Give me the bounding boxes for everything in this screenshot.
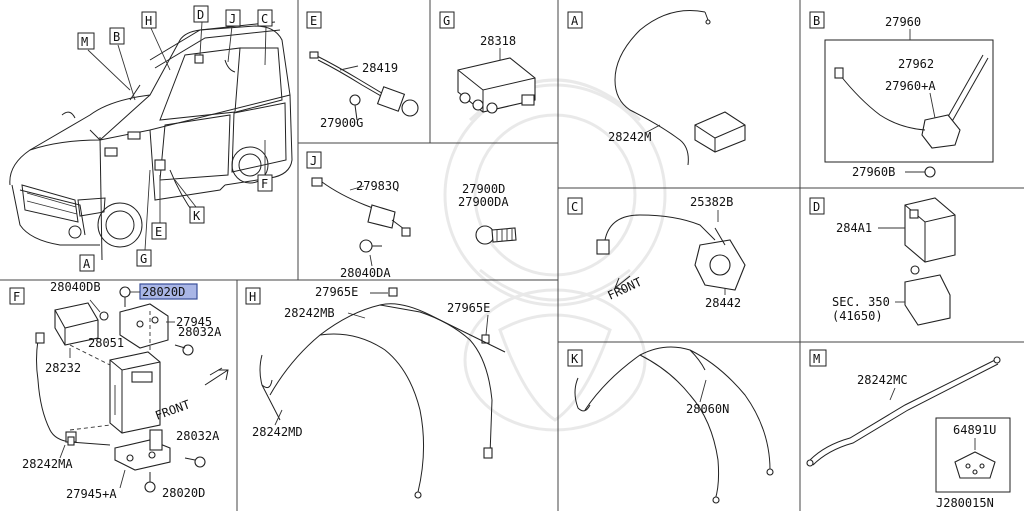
panel-b: B 27960 27962 27960+A 27960B bbox=[809, 11, 994, 179]
callout-a: A bbox=[83, 257, 91, 271]
callout-m: M bbox=[81, 35, 88, 49]
part-27945-a: 27945+A bbox=[66, 487, 117, 501]
part-28419: 28419 bbox=[362, 61, 398, 75]
panel-e: E 28419 27900G bbox=[306, 11, 419, 130]
part-28020d-bottom: 28020D bbox=[162, 486, 205, 500]
part-27900da: 27900DA bbox=[458, 195, 509, 209]
part-28242ma: 28242MA bbox=[22, 457, 73, 471]
callout-b: B bbox=[113, 30, 120, 44]
part-27962: 27962 bbox=[898, 57, 934, 71]
part-27965e-right: 27965E bbox=[447, 301, 490, 315]
vehicle-overview bbox=[9, 21, 293, 261]
panel-m: M 28242MC 64891U bbox=[806, 349, 1011, 493]
panel-bolt: 27900D 27900DA bbox=[458, 182, 517, 245]
panel-a-letter: A bbox=[571, 14, 579, 28]
part-28020d-top: 28020D bbox=[142, 285, 185, 299]
part-28242md: 28242MD bbox=[252, 425, 303, 439]
panel-k: K 28060N bbox=[567, 346, 774, 504]
panel-a: A 28242M bbox=[567, 9, 746, 166]
panel-c: C 25382B FRONT 28442 bbox=[567, 195, 746, 310]
part-28232: 28232 bbox=[45, 361, 81, 375]
panel-k-letter: K bbox=[571, 352, 579, 366]
part-28032a-bottom: 28032A bbox=[176, 429, 220, 443]
callout-c: C bbox=[261, 12, 268, 26]
part-27960-a: 27960+A bbox=[885, 79, 936, 93]
part-28242m: 28242M bbox=[608, 130, 651, 144]
panel-f: F 28040DB 28020D 28232 27945 28032A 2805… bbox=[9, 280, 229, 501]
part-28242mb: 28242MB bbox=[284, 306, 335, 320]
part-28040da: 28040DA bbox=[340, 266, 391, 280]
ref-sec-350: SEC. 350 bbox=[832, 295, 890, 309]
panel-h-letter: H bbox=[249, 290, 256, 304]
part-28060n: 28060N bbox=[686, 402, 729, 416]
part-27900g: 27900G bbox=[320, 116, 363, 130]
panel-g-letter: G bbox=[443, 14, 450, 28]
panel-c-letter: C bbox=[571, 200, 578, 214]
part-27983q: 27983Q bbox=[356, 179, 399, 193]
diagram-id: J280015N bbox=[936, 496, 994, 510]
callout-j: J bbox=[229, 12, 236, 26]
ref-41650: (41650) bbox=[832, 309, 883, 323]
panel-f-letter: F bbox=[13, 290, 20, 304]
callout-d: D bbox=[197, 8, 204, 22]
callout-f: F bbox=[261, 177, 268, 191]
highlight-28020d bbox=[139, 283, 198, 300]
part-64891u: 64891U bbox=[953, 423, 996, 437]
callout-e: E bbox=[155, 225, 162, 239]
panel-j: J 27983Q 28040DA bbox=[306, 151, 411, 280]
panel-b-letter: B bbox=[813, 14, 820, 28]
part-284a1: 284A1 bbox=[836, 221, 872, 235]
panel-d: D 284A1 SEC. 350 (41650) bbox=[809, 197, 956, 326]
part-28032a-top: 28032A bbox=[178, 325, 222, 339]
part-28442: 28442 bbox=[705, 296, 741, 310]
part-27965e-left: 27965E bbox=[315, 285, 358, 299]
panel-d-letter: D bbox=[813, 200, 820, 214]
panel-j-letter: J bbox=[310, 154, 317, 168]
vehicle-callouts: H D J C M B A E G K F bbox=[77, 5, 273, 272]
part-28318: 28318 bbox=[480, 34, 516, 48]
part-27960b: 27960B bbox=[852, 165, 895, 179]
panel-m-letter: M bbox=[813, 352, 820, 366]
panel-h: H 27965E 28242MB 27965E 28242MD bbox=[245, 285, 506, 499]
part-27900d: 27900D bbox=[462, 182, 505, 196]
watermark-emblem bbox=[443, 78, 667, 432]
callout-h: H bbox=[145, 14, 152, 28]
part-28242mc: 28242MC bbox=[857, 373, 908, 387]
callout-k: K bbox=[193, 209, 201, 223]
part-28040db: 28040DB bbox=[50, 280, 101, 294]
part-25382b: 25382B bbox=[690, 195, 733, 209]
part-27945: 27945 bbox=[176, 315, 212, 329]
panel-g: G 28318 bbox=[439, 11, 536, 114]
callout-g: G bbox=[140, 252, 147, 266]
panel-e-letter: E bbox=[310, 14, 317, 28]
part-28051: 28051 bbox=[88, 336, 124, 350]
part-27960: 27960 bbox=[885, 15, 921, 29]
